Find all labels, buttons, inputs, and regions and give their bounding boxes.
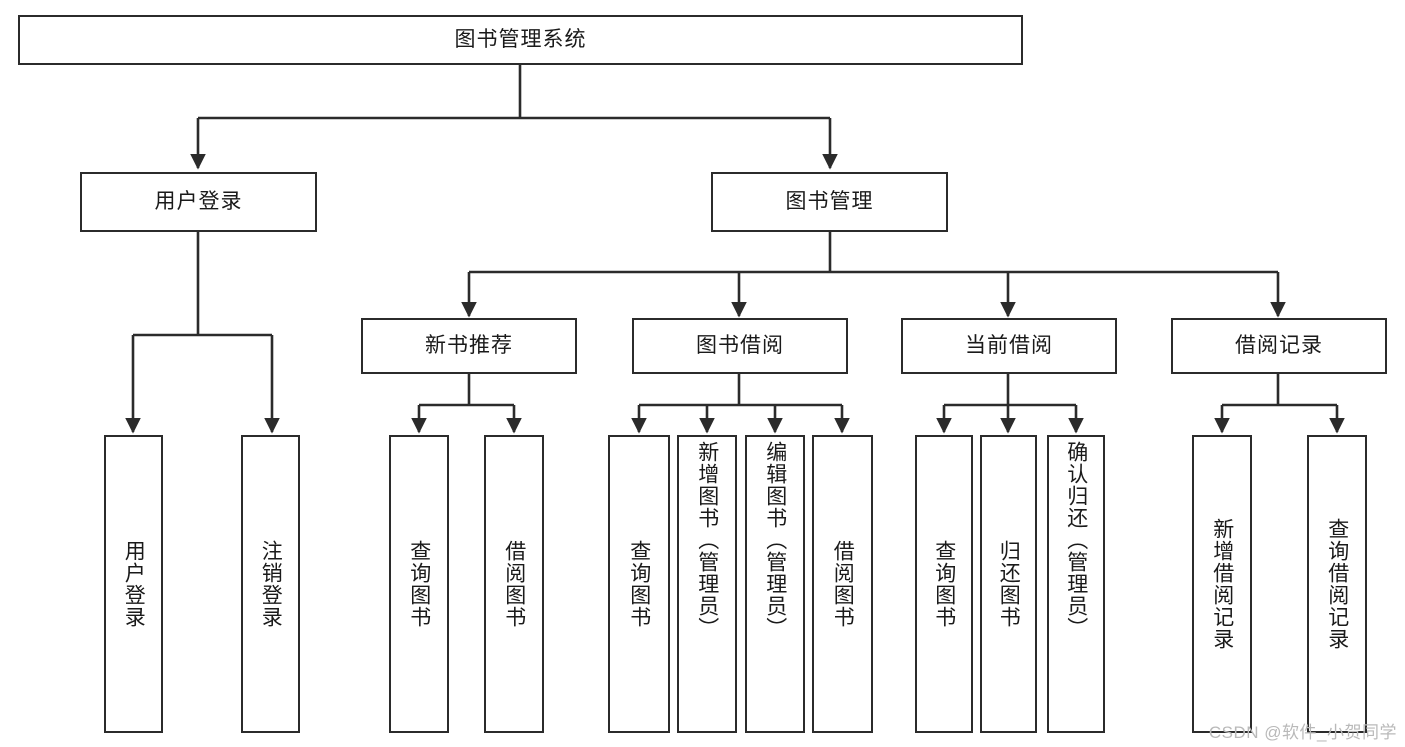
node-new-book-recommend[interactable]: 新书推荐 bbox=[361, 318, 577, 374]
node-user-login[interactable]: 用户登录 bbox=[80, 172, 317, 232]
node-leaf-borrow-book[interactable]: 借阅图书 bbox=[812, 435, 873, 733]
node-leaf-add-book-admin-label: 新增图书（管理员） bbox=[695, 441, 719, 639]
node-leaf-current-query-book[interactable]: 查询图书 bbox=[915, 435, 973, 733]
watermark: CSDN @软件_小贺同学 bbox=[1208, 723, 1397, 742]
node-leaf-edit-book-admin[interactable]: 编辑图书（管理员） bbox=[745, 435, 805, 733]
node-user-login-label: 用户登录 bbox=[154, 190, 243, 214]
node-book-borrow-label: 图书借阅 bbox=[696, 334, 784, 358]
node-leaf-logout-label: 注销登录 bbox=[259, 540, 283, 628]
node-leaf-return-book[interactable]: 归还图书 bbox=[980, 435, 1037, 733]
node-leaf-user-login-label: 用户登录 bbox=[122, 540, 146, 628]
node-book-borrow[interactable]: 图书借阅 bbox=[632, 318, 848, 374]
node-leaf-recommend-query-book-label: 查询图书 bbox=[407, 540, 431, 628]
node-leaf-confirm-return-admin[interactable]: 确认归还（管理员） bbox=[1047, 435, 1105, 733]
node-leaf-confirm-return-admin-label: 确认归还（管理员） bbox=[1064, 441, 1088, 639]
node-book-management-label: 图书管理 bbox=[785, 190, 874, 214]
node-leaf-current-query-book-label: 查询图书 bbox=[932, 540, 956, 628]
node-leaf-recommend-query-book[interactable]: 查询图书 bbox=[389, 435, 449, 733]
node-leaf-user-login[interactable]: 用户登录 bbox=[104, 435, 163, 733]
node-borrow-record-label: 借阅记录 bbox=[1235, 334, 1323, 358]
node-leaf-add-borrow-record-label: 新增借阅记录 bbox=[1210, 518, 1234, 650]
node-current-borrow[interactable]: 当前借阅 bbox=[901, 318, 1117, 374]
node-borrow-record[interactable]: 借阅记录 bbox=[1171, 318, 1387, 374]
node-leaf-logout[interactable]: 注销登录 bbox=[241, 435, 300, 733]
node-current-borrow-label: 当前借阅 bbox=[965, 334, 1053, 358]
node-leaf-borrow-query-book[interactable]: 查询图书 bbox=[608, 435, 670, 733]
node-leaf-recommend-borrow-book-label: 借阅图书 bbox=[502, 540, 526, 628]
node-leaf-edit-book-admin-label: 编辑图书（管理员） bbox=[763, 441, 787, 639]
node-book-management[interactable]: 图书管理 bbox=[711, 172, 948, 232]
node-root-label: 图书管理系统 bbox=[454, 28, 587, 52]
node-leaf-query-borrow-record-label: 查询借阅记录 bbox=[1325, 518, 1349, 650]
node-leaf-borrow-book-label: 借阅图书 bbox=[831, 540, 855, 628]
node-root-book-management-system[interactable]: 图书管理系统 bbox=[18, 15, 1023, 65]
node-new-book-recommend-label: 新书推荐 bbox=[425, 334, 513, 358]
node-leaf-add-book-admin[interactable]: 新增图书（管理员） bbox=[677, 435, 737, 733]
node-leaf-add-borrow-record[interactable]: 新增借阅记录 bbox=[1192, 435, 1252, 733]
node-leaf-return-book-label: 归还图书 bbox=[997, 540, 1021, 628]
node-leaf-recommend-borrow-book[interactable]: 借阅图书 bbox=[484, 435, 544, 733]
node-leaf-borrow-query-book-label: 查询图书 bbox=[627, 540, 651, 628]
node-leaf-query-borrow-record[interactable]: 查询借阅记录 bbox=[1307, 435, 1367, 733]
